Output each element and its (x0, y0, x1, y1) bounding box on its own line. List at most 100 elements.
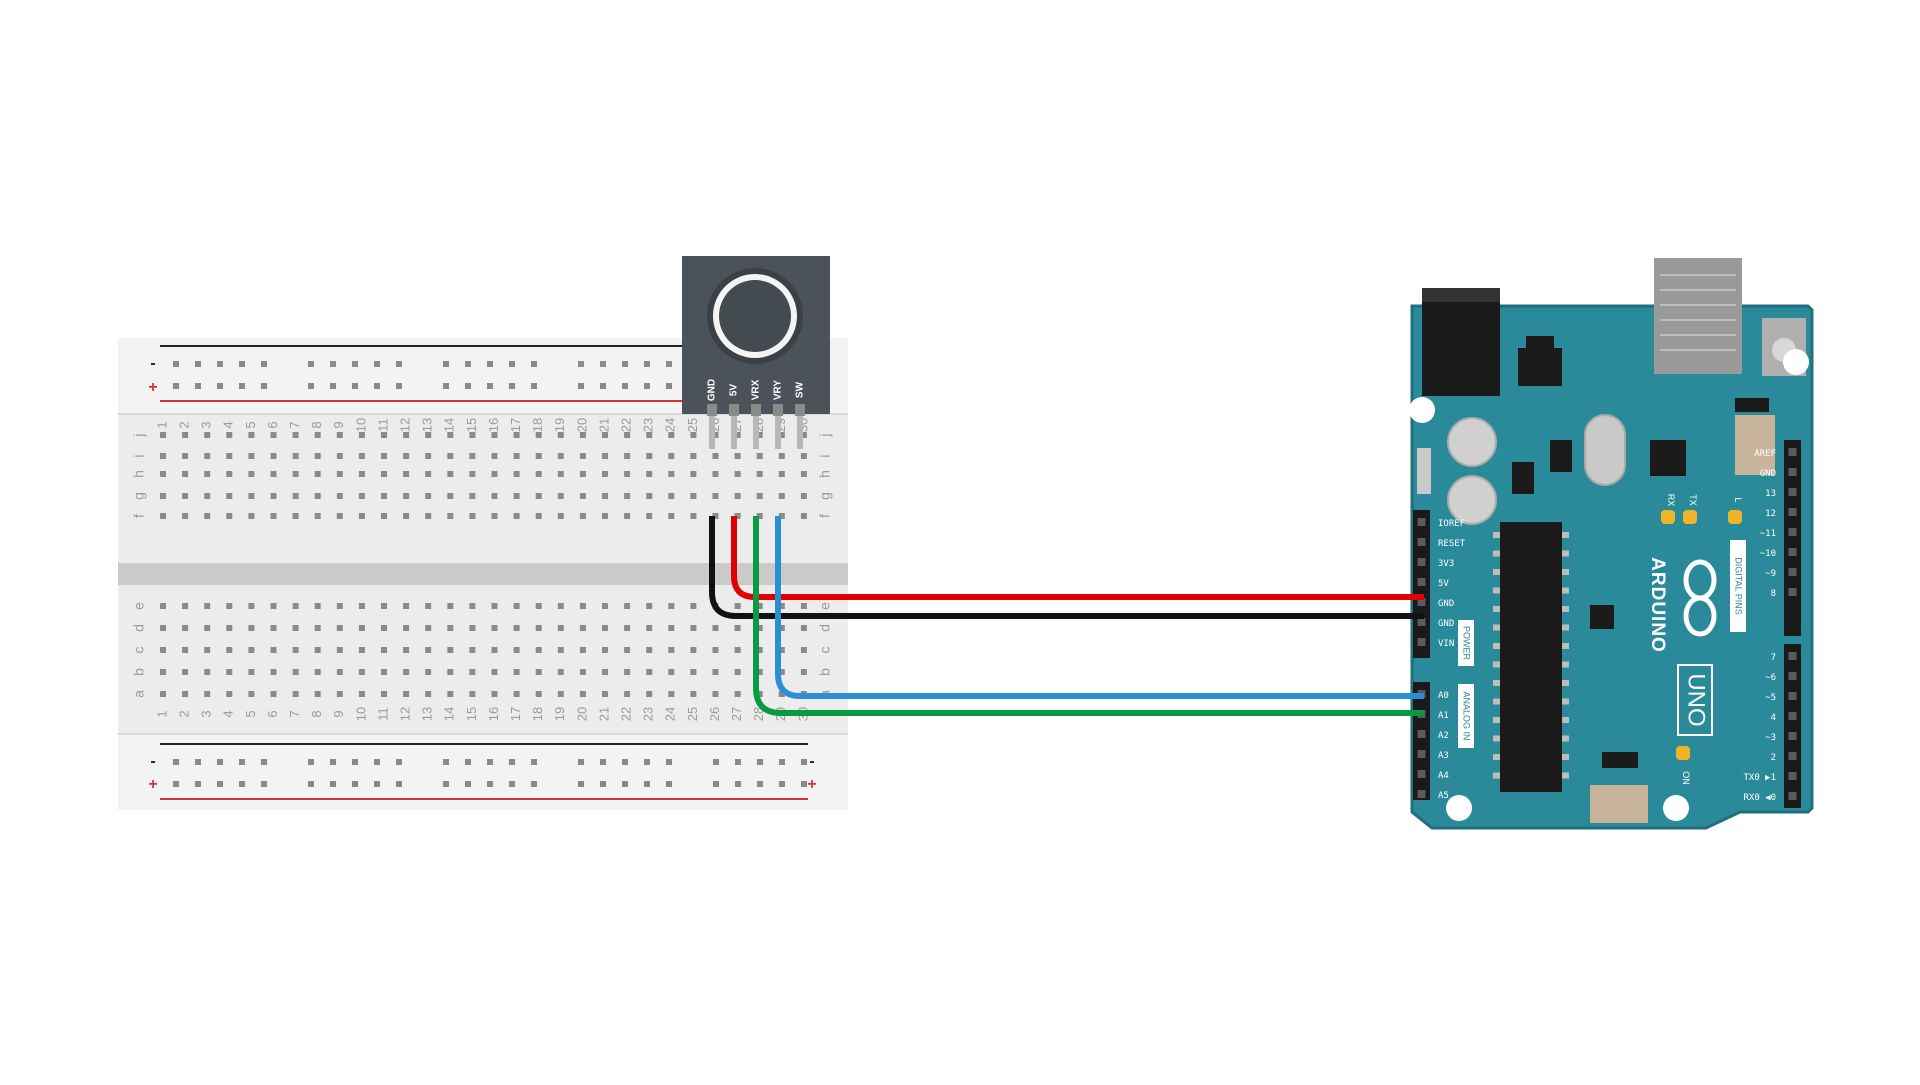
breadboard-hole[interactable] (248, 513, 255, 519)
rail-hole[interactable] (779, 759, 785, 765)
rail-hole[interactable] (622, 781, 628, 787)
breadboard-hole[interactable] (734, 647, 741, 653)
breadboard-hole[interactable] (204, 493, 211, 499)
rail-hole[interactable] (195, 361, 201, 367)
rail-hole[interactable] (801, 759, 807, 765)
breadboard-hole[interactable] (513, 647, 520, 653)
header-pin[interactable] (1417, 518, 1426, 526)
breadboard-hole[interactable] (579, 691, 586, 697)
rail-hole[interactable] (509, 361, 515, 367)
breadboard-hole[interactable] (447, 513, 454, 519)
breadboard-hole[interactable] (756, 453, 763, 459)
rail-hole[interactable] (330, 383, 336, 389)
breadboard-hole[interactable] (668, 691, 675, 697)
breadboard-hole[interactable] (248, 471, 255, 477)
breadboard-hole[interactable] (204, 513, 211, 519)
breadboard-hole[interactable] (557, 625, 564, 631)
breadboard-hole[interactable] (226, 453, 233, 459)
rail-hole[interactable] (465, 361, 471, 367)
breadboard-hole[interactable] (557, 647, 564, 653)
breadboard-hole[interactable] (513, 513, 520, 519)
breadboard-hole[interactable] (270, 691, 277, 697)
rail-hole[interactable] (666, 781, 672, 787)
breadboard-hole[interactable] (579, 453, 586, 459)
breadboard-hole[interactable] (778, 453, 785, 459)
breadboard-hole[interactable] (292, 432, 299, 438)
breadboard-hole[interactable] (292, 493, 299, 499)
rail-hole[interactable] (465, 781, 471, 787)
header-pin[interactable] (1788, 672, 1797, 680)
breadboard-hole[interactable] (535, 453, 542, 459)
rail-hole[interactable] (261, 759, 267, 765)
rail-hole[interactable] (644, 361, 650, 367)
rail-hole[interactable] (713, 781, 719, 787)
breadboard-hole[interactable] (690, 669, 697, 675)
breadboard-hole[interactable] (513, 493, 520, 499)
breadboard-hole[interactable] (535, 691, 542, 697)
breadboard-hole[interactable] (447, 432, 454, 438)
breadboard-hole[interactable] (778, 432, 785, 438)
rail-hole[interactable] (578, 361, 584, 367)
breadboard-hole[interactable] (712, 471, 719, 477)
breadboard-hole[interactable] (292, 471, 299, 477)
breadboard-hole[interactable] (557, 432, 564, 438)
rail-hole[interactable] (352, 383, 358, 389)
breadboard-hole[interactable] (690, 432, 697, 438)
rail-hole[interactable] (443, 383, 449, 389)
rail-hole[interactable] (374, 759, 380, 765)
breadboard-hole[interactable] (778, 647, 785, 653)
rail-hole[interactable] (173, 781, 179, 787)
rail-hole[interactable] (261, 781, 267, 787)
breadboard-hole[interactable] (602, 493, 608, 499)
breadboard-hole[interactable] (160, 513, 166, 519)
rail-hole[interactable] (443, 759, 449, 765)
breadboard-hole[interactable] (800, 453, 807, 459)
rail-hole[interactable] (261, 383, 267, 389)
breadboard-hole[interactable] (270, 647, 277, 653)
breadboard-hole[interactable] (182, 471, 189, 477)
breadboard-hole[interactable] (668, 453, 675, 459)
breadboard-hole[interactable] (557, 669, 564, 675)
breadboard-hole[interactable] (160, 669, 166, 675)
breadboard-hole[interactable] (204, 691, 211, 697)
breadboard-hole[interactable] (447, 691, 454, 697)
breadboard-hole[interactable] (646, 513, 653, 519)
breadboard-hole[interactable] (491, 603, 498, 609)
rail-hole[interactable] (487, 781, 493, 787)
rail-hole[interactable] (330, 781, 336, 787)
breadboard-hole[interactable] (557, 691, 564, 697)
breadboard-hole[interactable] (270, 669, 277, 675)
breadboard-hole[interactable] (248, 669, 255, 675)
rail-hole[interactable] (217, 383, 223, 389)
breadboard-hole[interactable] (381, 625, 387, 631)
breadboard-hole[interactable] (160, 493, 166, 499)
rail-hole[interactable] (509, 759, 515, 765)
breadboard-hole[interactable] (248, 625, 255, 631)
rail-hole[interactable] (308, 361, 314, 367)
breadboard-hole[interactable] (204, 471, 211, 477)
breadboard-hole[interactable] (425, 513, 432, 519)
rail-hole[interactable] (600, 361, 606, 367)
header-pin[interactable] (1417, 638, 1426, 646)
breadboard-hole[interactable] (314, 603, 321, 609)
breadboard-hole[interactable] (602, 471, 608, 477)
breadboard-hole[interactable] (778, 691, 785, 697)
breadboard-hole[interactable] (712, 625, 719, 631)
header-pin[interactable] (1788, 548, 1797, 556)
breadboard-hole[interactable] (646, 647, 653, 653)
breadboard-hole[interactable] (469, 603, 476, 609)
breadboard-hole[interactable] (358, 513, 365, 519)
breadboard-hole[interactable] (579, 471, 586, 477)
breadboard-hole[interactable] (712, 513, 719, 519)
breadboard-hole[interactable] (800, 647, 807, 653)
breadboard-hole[interactable] (513, 432, 520, 438)
breadboard-hole[interactable] (690, 513, 697, 519)
breadboard-hole[interactable] (535, 493, 542, 499)
breadboard-hole[interactable] (226, 471, 233, 477)
breadboard-hole[interactable] (403, 453, 410, 459)
breadboard-hole[interactable] (712, 432, 719, 438)
breadboard-hole[interactable] (646, 669, 653, 675)
breadboard-hole[interactable] (447, 453, 454, 459)
breadboard-hole[interactable] (248, 691, 255, 697)
breadboard-hole[interactable] (182, 691, 189, 697)
